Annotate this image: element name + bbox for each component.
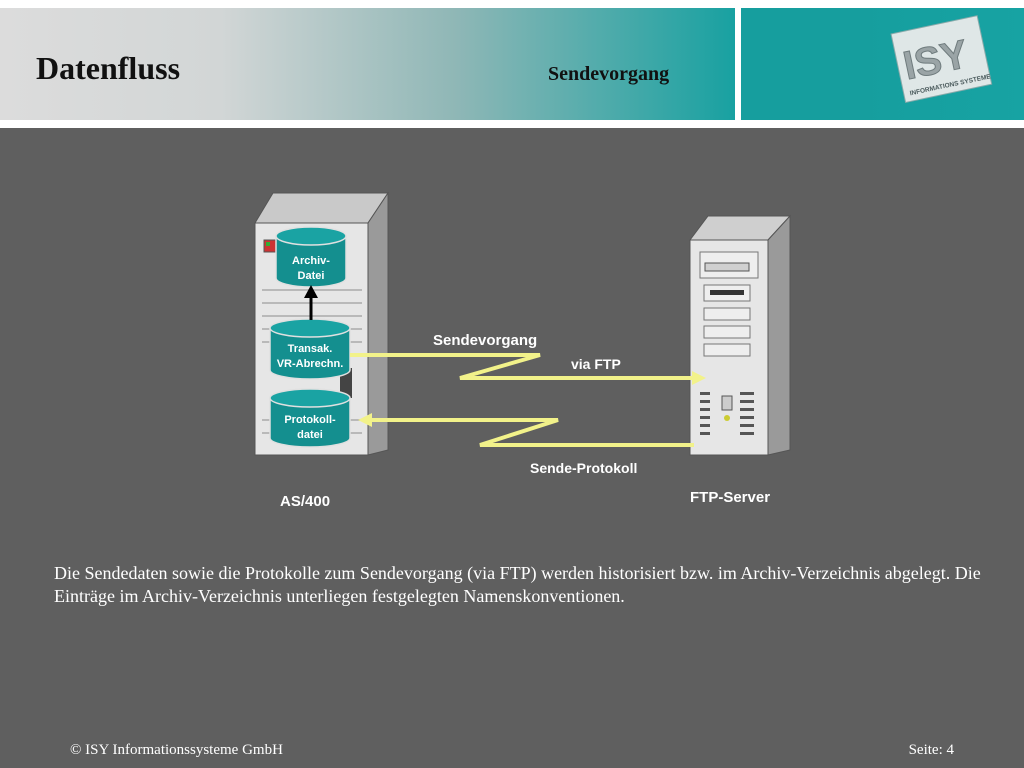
top-strip [0, 0, 1024, 8]
db-transak: Transak. VR-Abrechn. [269, 318, 351, 380]
db-protokoll-datei: Protokoll- datei [269, 388, 351, 448]
header-divider [735, 8, 741, 120]
db-transak-label-2: VR-Abrechn. [277, 358, 344, 370]
ftp-server-tower [689, 214, 792, 456]
footer-page-number: Seite: 4 [908, 742, 954, 758]
db-transak-label-1: Transak. [288, 343, 333, 355]
send-arrow [350, 353, 706, 385]
db-archiv-label-2: Datei [298, 270, 325, 282]
footer-copyright: © ISY Informationssysteme GmbH [70, 742, 283, 758]
page-title: Datenfluss [36, 50, 181, 86]
ftp-server-label: FTP-Server [690, 489, 770, 506]
header-gradient-band [0, 8, 735, 120]
return-arrow [358, 413, 694, 447]
archive-arrow [304, 285, 318, 320]
via-ftp-label: via FTP [571, 356, 621, 372]
return-label: Sende-Protokoll [530, 460, 637, 476]
page-subtitle: Sendevorgang [548, 63, 670, 85]
send-label: Sendevorgang [433, 332, 537, 349]
db-protokoll-label-2: datei [297, 429, 323, 441]
isy-logo: ISY INFORMATIONS SYSTEME [890, 15, 993, 104]
description-text: Die Sendedaten sowie die Protokolle zum … [54, 563, 981, 606]
db-archiv-label-1: Archiv- [292, 255, 330, 267]
header-separator [0, 120, 1024, 128]
data-flow-diagram: Archiv- Datei Transak. VR-Abrechn. Proto… [254, 191, 792, 510]
db-protokoll-label-1: Protokoll- [284, 414, 336, 426]
as400-label: AS/400 [280, 493, 330, 510]
db-archiv-datei: Archiv- Datei [275, 226, 347, 288]
